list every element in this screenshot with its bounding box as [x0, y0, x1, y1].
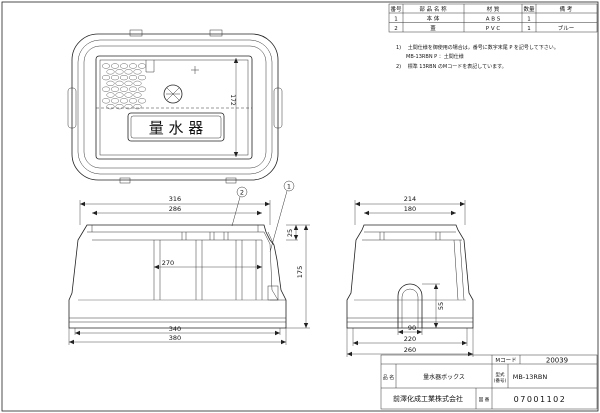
table-row-1-material: A B S: [486, 17, 501, 23]
model-label-1: 型式: [496, 371, 505, 378]
lid-texture-cell: [101, 63, 111, 69]
lid-texture-cell: [119, 63, 129, 69]
balloon-part-1: [283, 180, 295, 192]
lid-texture-cell: [106, 80, 115, 87]
lid-texture-cell: [124, 69, 133, 75]
lid-texture-cell: [106, 103, 115, 110]
dim-side-bottom-outer: 260: [404, 346, 416, 354]
note-line-1: 1) 土間仕様を御使用の場合は，番号に数字末尾 P を記号して下さい。: [396, 44, 559, 51]
lid-texture-cell: [124, 80, 133, 87]
table-row-1-name: 本 体: [427, 15, 440, 23]
lid-texture-cell: [110, 63, 120, 69]
balloon-part-2: [236, 186, 248, 198]
lid-texture-cell: [101, 98, 111, 104]
note-line-3: 2) 標準 13RBN のMコードを表記しています。: [396, 63, 507, 70]
dim-front-top-outer: 316: [169, 195, 181, 203]
table-row-1-no: 1: [394, 17, 398, 23]
lid-texture-cell: [133, 80, 142, 87]
table-header-material: 材 質: [487, 5, 500, 13]
lid-texture-cell: [133, 69, 142, 75]
front-view: 316 286 270 340 380 25 175 2 1: [68, 180, 310, 345]
dim-front-height: 175: [296, 266, 304, 278]
dim-side-cutout-height: 55: [437, 302, 445, 310]
balloon-part-1-label: 1: [287, 183, 291, 191]
table-row-2-material: P V C: [486, 26, 501, 32]
lid-texture-cell: [128, 98, 138, 104]
lid-texture-cell: [128, 86, 138, 92]
name-label: 品 名: [383, 374, 395, 381]
table-row-2-name: 蓋: [430, 24, 436, 32]
dim-side-top-outer: 214: [404, 195, 416, 203]
table-row-2-note: ブルー: [558, 24, 575, 32]
lid-texture-cell: [101, 74, 111, 81]
parts-table: 番号 部 品 名 称 材 質 数量 備 考 1 本 体 A B S 1 2 蓋 …: [388, 3, 598, 33]
name-value: 量水器ボックス: [423, 373, 465, 381]
lid-texture-cell: [137, 98, 147, 104]
dim-front-top-inner: 286: [169, 205, 181, 213]
table-row-2-no: 2: [394, 26, 398, 32]
lid-texture-cell: [110, 74, 120, 81]
lid-texture-cell: [119, 74, 129, 81]
lid-texture-cell: [106, 69, 115, 75]
lid-texture-cell: [128, 63, 138, 69]
lid-texture-cell: [115, 69, 124, 75]
lid-texture-cell: [137, 86, 147, 92]
mcode-label: Mコード: [495, 357, 516, 364]
table-row-1-qty: 1: [527, 17, 531, 23]
lid-texture-cell: [119, 86, 129, 92]
lid-texture-cell: [128, 74, 138, 81]
notes: 1) 土間仕様を御使用の場合は，番号に数字末尾 P を記号して下さい。 MB-1…: [396, 44, 559, 70]
dim-top-depth: 172: [229, 94, 236, 106]
lid-texture-cell: [115, 103, 124, 110]
note-line-2: MB-13RBN P ：土間仕様: [396, 53, 464, 60]
lid-texture-cell: [106, 92, 115, 98]
lid-texture-cell: [110, 98, 120, 104]
mcode-value: 20039: [546, 357, 568, 365]
lid-texture-cell: [137, 63, 147, 69]
dim-side-cutout-width: 90: [408, 324, 416, 332]
lid-texture-cell: [137, 74, 147, 81]
table-header-note: 備 考: [560, 5, 573, 13]
balloon-part-2-label: 2: [240, 189, 244, 197]
dim-front-bottom-outer: 380: [169, 334, 181, 342]
table-header-name: 部 品 名 称: [419, 5, 447, 13]
lid-texture-cell: [119, 98, 129, 104]
lid-texture-cell: [124, 103, 133, 110]
lid-texture-cell: [124, 92, 133, 98]
table-header-qty: 数量: [523, 5, 535, 13]
lid-texture-cell: [101, 86, 111, 92]
lid-marking: 量 水 器: [149, 119, 204, 137]
lid-texture-cell: [133, 92, 142, 98]
lid-texture-cell: [110, 86, 120, 92]
table-row-2-qty: 1: [527, 26, 531, 32]
dim-side-bottom-inner: 220: [404, 335, 416, 343]
lid-texture-cell: [115, 80, 124, 87]
lid-texture-cell: [133, 103, 142, 110]
lid-texture-cell: [115, 92, 124, 98]
lid-texture: [101, 63, 147, 110]
model-value: MB-13RBN: [513, 373, 548, 381]
top-view: 量 水 器 172: [67, 29, 283, 184]
model-label-2: (番号): [494, 377, 507, 384]
dim-front-mid: 270: [162, 259, 174, 267]
lid-emblem-icon: [163, 84, 183, 104]
dim-front-bottom-inner: 340: [169, 325, 181, 333]
title-block: Mコード 20039 品 名 量水器ボックス 型式 (番号) MB-13RBN …: [380, 354, 598, 410]
dim-side-top-inner: 180: [404, 205, 416, 213]
drawing-number: 07001102: [514, 395, 567, 404]
company-name: 前澤化成工業株式会社: [393, 394, 463, 403]
drawing-number-label: 図 番: [479, 396, 490, 403]
dim-front-rim-height: 25: [286, 229, 294, 237]
side-view: 214 180 55 90 220 260: [346, 195, 474, 357]
table-header-no: 番号: [390, 6, 402, 13]
